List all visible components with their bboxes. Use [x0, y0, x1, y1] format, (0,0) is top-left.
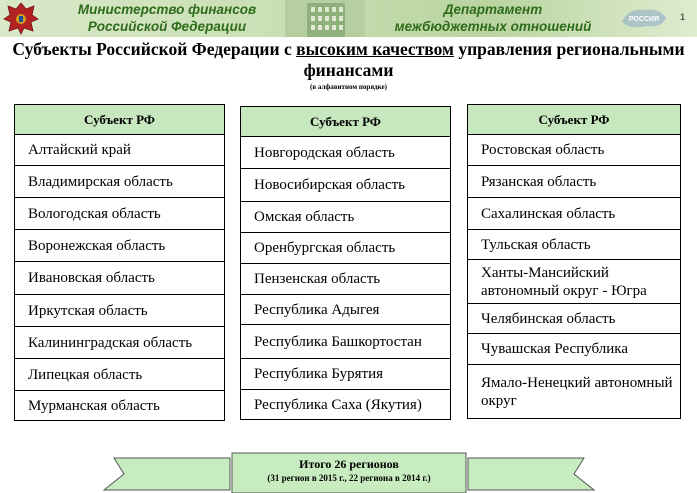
table-row: Ростовская область — [468, 135, 680, 166]
table-row: Республика Башкортостан — [241, 325, 450, 359]
department-name: Департамент межбюджетных отношений — [394, 2, 592, 34]
table-row: Чувашская Республика — [468, 334, 680, 365]
page-subtitle: (в алфавитном порядке) — [310, 83, 387, 91]
table-row: Иркутская область — [15, 295, 224, 327]
table-row: Оренбургская область — [241, 233, 450, 264]
table-row: Сахалинская область — [468, 198, 680, 230]
svg-text:РОССИЯ: РОССИЯ — [629, 16, 659, 23]
coat-of-arms-icon — [3, 2, 39, 35]
regions-table-1: Субъект РФ Алтайский край Владимирская о… — [14, 104, 225, 421]
table-row: Рязанская область — [468, 166, 680, 198]
table-row: Тульская область — [468, 230, 680, 260]
page-title: Субъекты Российской Федерации с высоким … — [12, 39, 685, 80]
summary-total: Итого 26 регионов — [299, 457, 399, 471]
summary-text: Итого 26 регионов (31 регион в 2015 г., … — [236, 456, 462, 485]
title-highlight: высоким качеством — [296, 39, 454, 59]
table-row: Новгородская область — [241, 137, 450, 169]
page-number: 1 — [680, 12, 686, 22]
summary-banner — [102, 452, 596, 493]
table-row: Алтайский край — [15, 135, 224, 166]
table-row: Ямало-Ненецкий автономный округ — [481, 374, 673, 409]
regions-table-2: Субъект РФ Новгородская область Новосиби… — [240, 106, 451, 420]
table-row: Челябинская область — [468, 304, 680, 334]
regions-table-3: Субъект РФ Ростовская область Рязанская … — [467, 104, 681, 419]
table-row: Мурманская область — [28, 397, 160, 414]
table-row: Воронежская область — [15, 230, 224, 262]
russia-logo-icon: РОССИЯ — [622, 9, 666, 28]
table-row: Калининградская область — [15, 327, 224, 359]
building-image — [285, 0, 365, 37]
table-row: Ивановская область — [15, 262, 224, 295]
table-header: Субъект РФ — [241, 107, 450, 137]
table-row: Республика Бурятия — [241, 359, 450, 390]
summary-note: (31 регион в 2015 г., 22 региона в 2014 … — [267, 473, 431, 483]
table-row: Вологодская область — [15, 198, 224, 230]
table-row: Республика Адыгея — [241, 295, 450, 325]
table-header: Субъект РФ — [15, 105, 224, 135]
table-row: Липецкая область — [15, 359, 224, 391]
table-header: Субъект РФ — [468, 105, 680, 135]
table-row: Пензенская область — [241, 264, 450, 295]
table-row: Новосибирская область — [241, 169, 450, 202]
table-row: Республика Саха (Якутия) — [254, 396, 422, 413]
table-row: Ханты-Мансийский автономный округ - Югра — [468, 260, 680, 304]
table-row: Владимирская область — [15, 166, 224, 198]
table-row: Омская область — [241, 202, 450, 233]
slide-header: Министерство финансов Российской Федерац… — [0, 0, 697, 37]
ministry-name: Министерство финансов Российской Федерац… — [77, 2, 257, 34]
